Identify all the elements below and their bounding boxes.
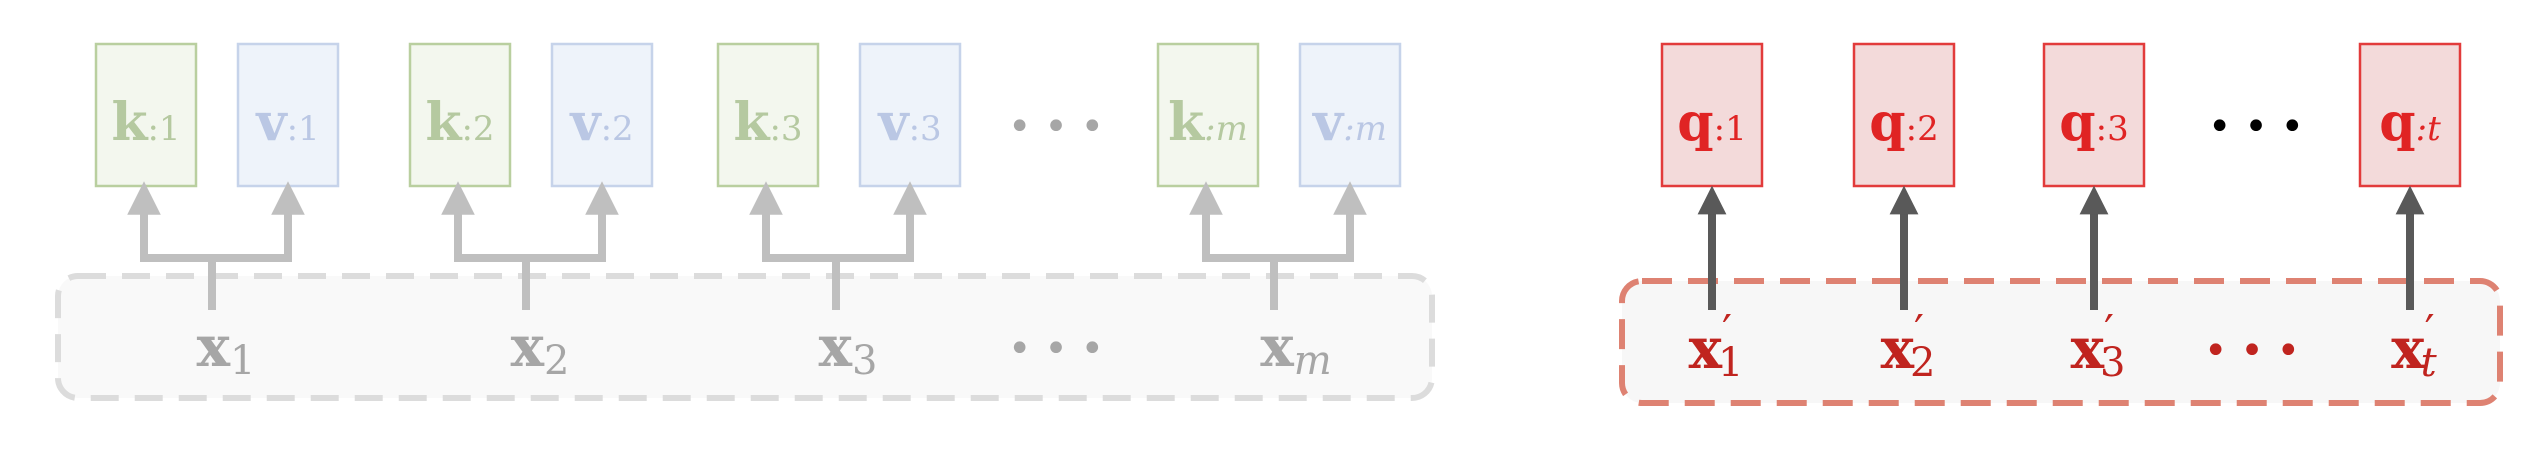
query-group-1: q:1 x′1	[1660, 42, 1764, 386]
query-group-t: q:t x′t	[2358, 42, 2462, 386]
query-label-2: q:2	[1869, 92, 1938, 153]
ellipsis-bottom-left: • • •	[1008, 326, 1104, 372]
input-token-3: x3	[819, 314, 878, 384]
key-box-m	[1156, 42, 1260, 188]
value-label-2: v:2	[569, 92, 633, 153]
input-container-right	[1619, 278, 2503, 406]
key-label-3: k:3	[733, 92, 802, 153]
key-label-2: k:2	[425, 92, 494, 153]
query-label-1: q:1	[1677, 92, 1746, 153]
query-box-1	[1660, 42, 1764, 188]
kv-group-3: k:3 v:3 x3	[716, 42, 962, 384]
kv-group-2: k:2 v:2 x2	[408, 42, 654, 384]
input-token-2: x2	[511, 314, 570, 384]
key-label-1: k:1	[111, 92, 180, 153]
key-box-1	[94, 42, 198, 188]
query-token-3: x′3	[2071, 306, 2126, 386]
value-label-3: v:3	[877, 92, 941, 153]
query-token-1: x′1	[1689, 306, 1744, 386]
ellipsis-bottom-right: • • •	[2204, 328, 2300, 374]
input-token-1: x1	[197, 314, 256, 384]
kv-group-m: k:m v:m xm	[1156, 42, 1402, 384]
value-label-1: v:1	[255, 92, 319, 153]
input-token-m: xm	[1260, 314, 1331, 384]
query-group-3: q:3 x′3	[2042, 42, 2146, 386]
key-box-2	[408, 42, 512, 188]
connector-3	[749, 181, 927, 310]
query-box-2	[1852, 42, 1956, 188]
value-box-3	[858, 42, 962, 188]
ellipsis-top-left: • • •	[1008, 104, 1104, 150]
key-label-m: k:m	[1168, 92, 1248, 153]
value-label-m: v:m	[1312, 92, 1387, 153]
query-box-3	[2042, 42, 2146, 188]
connector-1	[127, 181, 305, 310]
value-box-2	[550, 42, 654, 188]
connector-m	[1189, 181, 1367, 310]
value-box-1	[236, 42, 340, 188]
input-container-left	[55, 273, 1435, 401]
query-token-t: x′t	[2391, 306, 2437, 386]
ellipsis-top-right: • • •	[2208, 104, 2304, 150]
connector-2	[441, 181, 619, 310]
query-label-t: q:t	[2379, 92, 2441, 153]
kv-group-1: k:1 v:1 x1	[94, 42, 340, 384]
query-box-t	[2358, 42, 2462, 188]
query-token-2: x′2	[1881, 306, 1936, 386]
query-group-2: q:2 x′2	[1852, 42, 1956, 386]
key-box-3	[716, 42, 820, 188]
query-label-3: q:3	[2059, 92, 2128, 153]
